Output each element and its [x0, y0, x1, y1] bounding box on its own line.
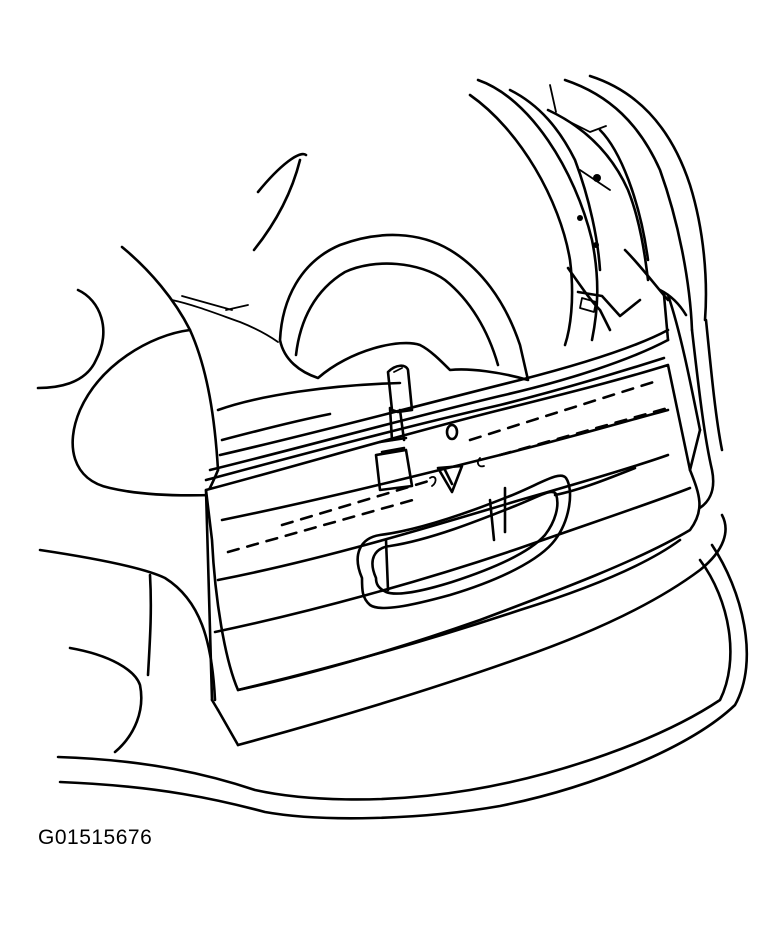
figure-code: G01515676	[38, 826, 153, 849]
rear-quarter-body	[38, 543, 749, 820]
trim-pad-tool-icon	[374, 364, 414, 492]
pontiac-arrowhead-emblem-icon	[436, 464, 464, 494]
left-tail-lamp	[36, 152, 308, 498]
liftgate-lower-panel	[204, 293, 727, 747]
lock-cylinder-icon	[445, 423, 459, 441]
liftgate-handle-recess	[356, 474, 572, 610]
d-pillar	[508, 74, 724, 514]
emblem-area	[436, 423, 464, 494]
